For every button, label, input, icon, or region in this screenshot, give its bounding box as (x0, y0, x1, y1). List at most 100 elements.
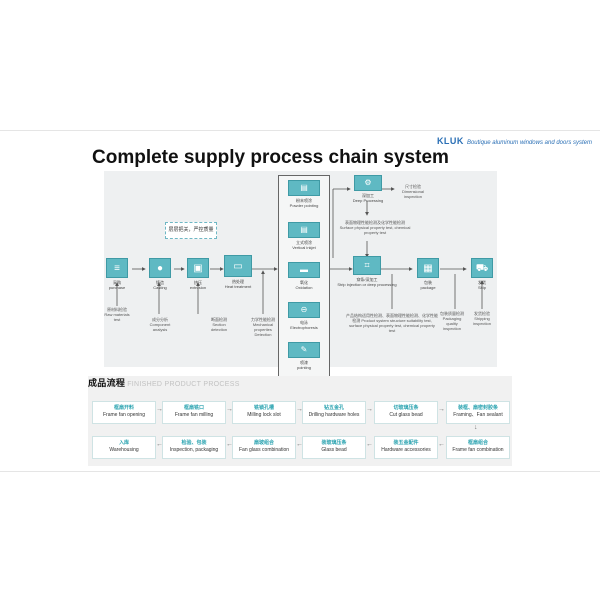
note-zh: 力学性能检测 (251, 317, 275, 322)
surface-en: Electrophoresis (290, 325, 318, 330)
spray-icon: ▤ (288, 180, 320, 196)
node-en: Casting (153, 285, 167, 290)
arrow-left-icon: ← (366, 441, 373, 448)
surface-zh: 电泳 (300, 320, 308, 325)
step-en: Cut glass bead (389, 412, 423, 418)
surface-zh: 粉末喷涂 (296, 198, 312, 203)
step-zh: 入库 (118, 440, 129, 446)
surface-powder: ▤ 粉末喷涂 Powder pointing (279, 180, 329, 208)
note-en: Mechanical properties Detection (252, 322, 274, 337)
arrow-left-icon: ← (226, 441, 233, 448)
page-title: Complete supply process chain system (92, 147, 449, 168)
node-strip: ⌗ 穿条/深加工 Strip injection or deep process… (332, 256, 402, 287)
step-en: Milling lock slot (247, 412, 281, 418)
note-zh: 成分分析 (152, 317, 168, 322)
surface-oxidation: ▬ 氧化 Oxidation (279, 262, 329, 290)
extrusion-icon: ▣ (187, 258, 209, 278)
surface-en: pointing (296, 365, 311, 370)
surface-zh: 氧化 (300, 280, 308, 285)
furnace-icon: ▭ (224, 255, 252, 277)
stack-icon: ≡ (106, 258, 128, 278)
arrow-right-icon: → (156, 406, 163, 413)
box-icon: ▦ (417, 258, 439, 278)
note-en: Packaging quality inspection (442, 316, 462, 331)
deep-zh: 深加工 (362, 193, 374, 198)
surface-en: Oxidation (295, 285, 313, 290)
node-deep-processing: ⚙ 深加工 Deep Processing (333, 175, 403, 203)
surface-treatment-column: ▤ 粉末喷涂 Powder pointing ▤ 立式喷涂 Vertical i… (278, 175, 330, 379)
note-en: Component analysis (149, 322, 171, 332)
arrow-left-icon: ← (156, 441, 163, 448)
step-zh: 装五金配件 (393, 440, 419, 446)
surface-zh: 喷漆 (300, 360, 308, 365)
note-deep-test: 表面物理性能检测及化学性能检测 Surface physical propert… (339, 220, 411, 235)
step-zh: 装玻璃压条 (321, 440, 347, 446)
package-en: package (420, 285, 436, 290)
flow-arrows (115, 187, 484, 314)
node-heat-treatment: ▭ 热处理 Heat treatment (224, 255, 252, 289)
node-package: ▦ 包装 package (414, 258, 442, 290)
note-zh: 包装质量检测 (440, 311, 464, 316)
brand-logo: KLUK (436, 136, 464, 146)
tank-icon: ▬ (288, 262, 320, 278)
surface-en: Powder pointing (289, 203, 319, 208)
arrow-right-icon: → (296, 406, 303, 413)
step-zh: 装框、扇密封胶条 (457, 405, 498, 411)
node-en: purchase (108, 285, 126, 290)
surface-en: Vertical inkjet (292, 245, 316, 250)
deep-en: Deep Processing (352, 198, 384, 203)
note-en: Raw materials test (104, 312, 130, 322)
node-casting: ● 铸造 Casting (147, 258, 173, 290)
note-mechanical: 力学性能检测 Mechanical properties Detection (248, 317, 278, 337)
step-zh: 切玻璃压条 (393, 405, 419, 411)
note-zh: 尺寸检验 (405, 184, 421, 189)
note-zh: 断面检测 (211, 317, 227, 322)
step-en: Fan glass combination (238, 447, 290, 453)
cutter-icon: ⚙ (354, 175, 382, 191)
node-purchase: ≡ 采购 purchase (106, 258, 128, 290)
note-ship-inspection: 发货检验 Shipping inspection (468, 311, 496, 326)
finished-zh: 成品流程 (88, 378, 126, 388)
node-ship: ⛟ 发货 Ship (469, 258, 495, 290)
node-zh: 铸造 (156, 280, 164, 285)
note-component: 成分分析 Component analysis (144, 317, 176, 332)
surface-electrophoresis: ⊖ 电泳 Electrophoresis (279, 302, 329, 330)
electrode-icon: ⊖ (288, 302, 320, 318)
note-en: Section detection (210, 322, 228, 332)
step-zh: 框扇开料 (113, 405, 134, 411)
package-zh: 包装 (424, 280, 432, 285)
step-zh: 框扇铣口 (183, 405, 204, 411)
step-en: Framing、Fan sealant (453, 412, 503, 418)
node-en: Heat treatment (224, 284, 252, 289)
step-zh: 扇玻组合 (253, 440, 274, 446)
step-en: Frame fan opening (103, 412, 145, 418)
note-product-test: 产品结构适用性检测、表面物理性能检测、化学性能检测 Product system… (346, 313, 438, 333)
node-extrusion: ▣ 挤压 extrusion (186, 258, 210, 290)
step-zh: 钻五金孔 (323, 405, 344, 411)
arrow-right-icon: → (438, 406, 445, 413)
note-dimensional: 尺寸检验 Dimensional inspection (396, 184, 430, 199)
strip-zh: 穿条/深加工 (356, 277, 378, 282)
note-section: 断面检测 Section detection (204, 317, 234, 332)
truck-icon: ⛟ (471, 258, 493, 278)
billets-icon: ● (149, 258, 171, 278)
step-en: Frame fan milling (174, 412, 214, 418)
ship-en: Ship (477, 285, 486, 290)
node-zh: 热处理 (232, 279, 244, 284)
arrow-left-icon: ← (296, 441, 303, 448)
step-zh: 框扇组合 (467, 440, 488, 446)
step-zh: 检验、包装 (181, 440, 207, 446)
spray-icon: ▤ (288, 222, 320, 238)
node-zh: 采购 (113, 280, 121, 285)
ship-zh: 发货 (478, 280, 486, 285)
step-en: Drilling hardware holes (308, 412, 360, 418)
